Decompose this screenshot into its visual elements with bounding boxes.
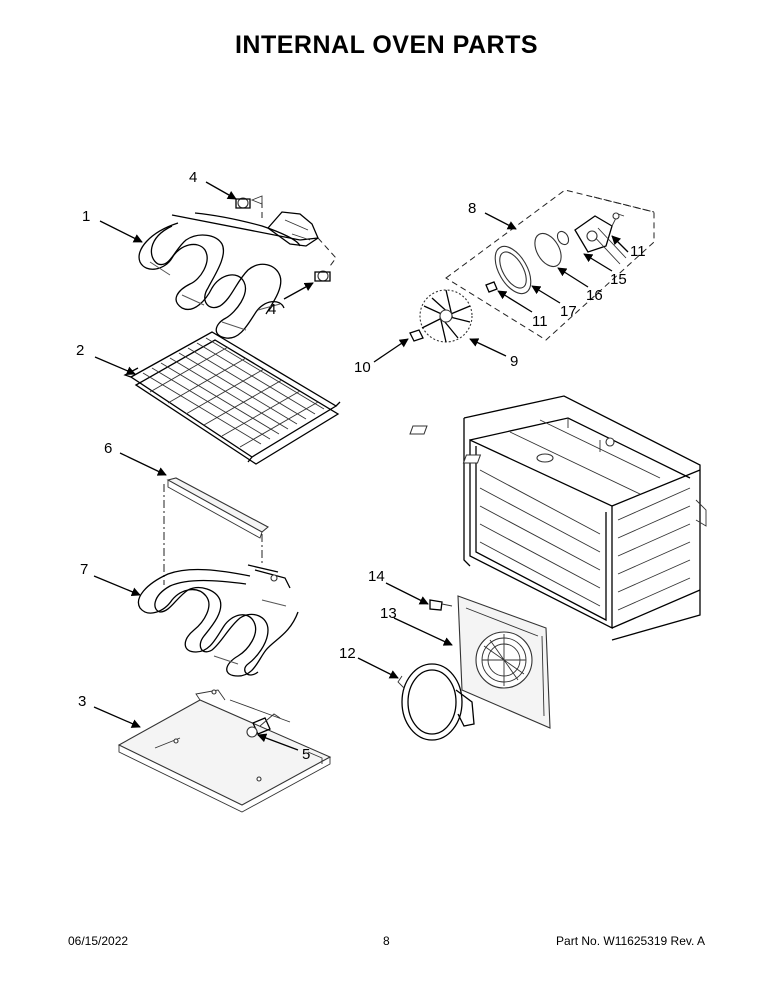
footer-date: 06/15/2022 <box>68 934 129 948</box>
callout-4-lower: 4 <box>268 301 276 318</box>
fan-cover-screw-part[interactable] <box>429 599 453 611</box>
callout-16: 16 <box>586 287 603 304</box>
callout-15: 15 <box>610 271 627 288</box>
callout-8: 8 <box>468 200 476 217</box>
footer-page-number: 8 <box>383 934 390 948</box>
page-title: INTERNAL OVEN PARTS <box>234 31 539 59</box>
callout-6: 6 <box>104 440 112 457</box>
bake-element-part[interactable] <box>137 564 299 677</box>
callout-3: 3 <box>78 693 86 710</box>
callout-12: 12 <box>339 645 356 662</box>
callout-11-upper: 11 <box>630 243 646 260</box>
convection-fan-assembly-part[interactable] <box>445 189 655 341</box>
oven-rack-part[interactable] <box>123 331 341 465</box>
callout-numbers: 1 4 4 2 6 7 3 5 8 11 15 16 17 11 9 10 14… <box>76 169 646 763</box>
cavity-rack-guides <box>479 469 691 611</box>
bake-element-cover-part[interactable] <box>163 477 269 585</box>
broil-element-part[interactable] <box>138 195 337 339</box>
rear-fan-cover-part[interactable] <box>457 595 551 729</box>
callout-17: 17 <box>560 303 577 320</box>
callout-1: 1 <box>82 208 90 225</box>
convection-element-part[interactable] <box>397 663 475 741</box>
callout-5: 5 <box>302 746 310 763</box>
callout-7: 7 <box>80 561 88 578</box>
callout-13: 13 <box>380 605 397 622</box>
callout-11-lower: 11 <box>532 313 548 330</box>
callout-14: 14 <box>368 568 385 585</box>
convection-fan-blade-part[interactable] <box>419 289 473 343</box>
fan-nut-part[interactable] <box>409 329 424 342</box>
callout-9: 9 <box>510 353 518 370</box>
bottom-panel-part[interactable] <box>117 689 332 813</box>
footer-part-number: Part No. W11625319 Rev. A <box>556 934 705 948</box>
callout-leaders <box>93 181 629 751</box>
callout-10: 10 <box>354 359 371 376</box>
oven-cavity-part[interactable] <box>409 395 707 641</box>
callout-4-upper: 4 <box>189 169 197 186</box>
callout-2: 2 <box>76 342 84 359</box>
